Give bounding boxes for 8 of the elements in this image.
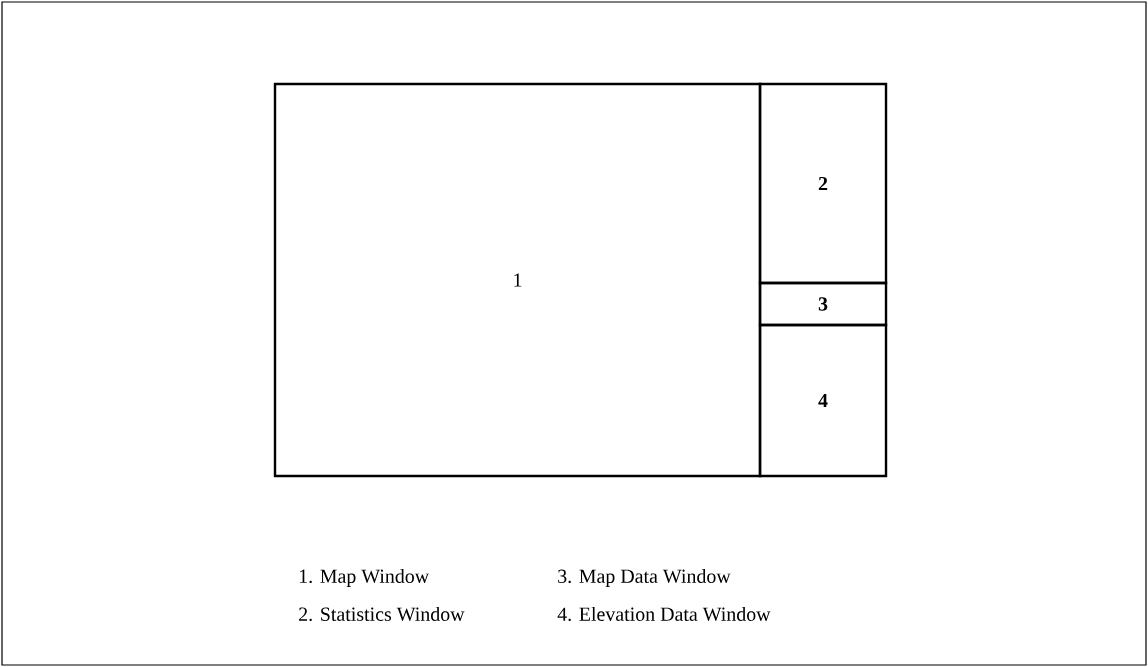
legend-text: 4. Elevation Data Window xyxy=(557,606,771,622)
legend-text: 3. Map Data Window xyxy=(558,568,731,587)
legend-text: 1. Map Window xyxy=(299,568,430,587)
window-panel: 4 xyxy=(758,323,888,478)
window-panel: 1 xyxy=(273,82,762,478)
legend-text: 2. Statistics Window xyxy=(299,606,465,622)
window-panel: 3 xyxy=(758,281,888,327)
window-panel: 2 xyxy=(758,82,888,285)
